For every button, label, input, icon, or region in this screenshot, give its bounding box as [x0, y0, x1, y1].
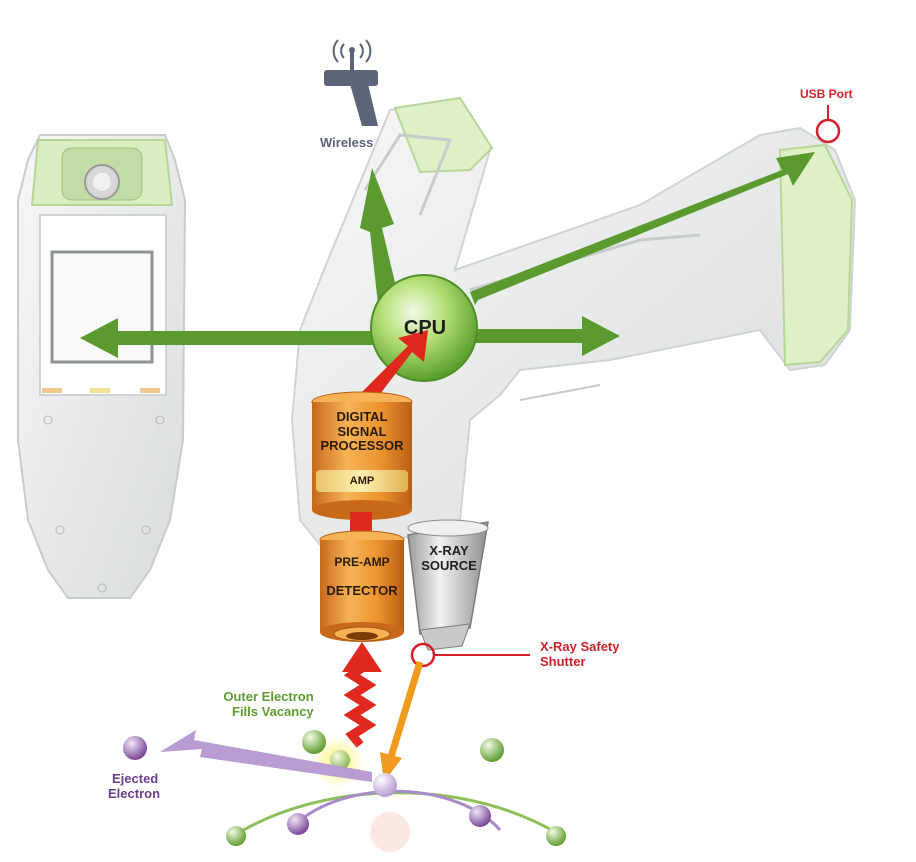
usb-port-label: USB Port: [800, 87, 853, 101]
dsp-cylinder: [311, 391, 413, 520]
device-front-view: [17, 134, 187, 599]
dsp-label-line2: SIGNAL: [337, 423, 387, 439]
amp-label: AMP: [349, 475, 375, 487]
xray-source-label: X-RAY SOURCE: [416, 543, 482, 573]
electron-outer-2: [480, 738, 504, 762]
shutter-label-line2: Shutter: [540, 653, 586, 669]
amp-band: [316, 470, 408, 492]
electron-vacancy: [330, 750, 350, 770]
arrow-to-handle-head: [582, 316, 620, 356]
dsp-label: DIGITAL SIGNAL PROCESSOR: [312, 409, 412, 454]
electron-inner-2: [287, 813, 309, 835]
outer-electron-label: Outer Electron Fills Vacancy: [218, 689, 314, 720]
ejected-electron-label: Ejected Electron: [108, 771, 161, 802]
arrow-to-usb: [470, 152, 815, 305]
detector-label: DETECTOR: [326, 583, 398, 598]
device-side-view: [290, 96, 857, 546]
outer-electron-line1: Outer Electron: [223, 689, 314, 704]
cpu-sphere: [370, 274, 478, 382]
usb-port-marker: [815, 118, 841, 144]
wireless-label: Wireless: [320, 135, 374, 150]
electron-outer-3: [226, 826, 246, 846]
arrow-to-display-head: [80, 318, 118, 358]
electron-inner-3: [469, 805, 491, 827]
xray-source: [407, 519, 489, 651]
arrow-dsp-to-cpu: [352, 330, 428, 402]
data-flow-arrows: [80, 152, 815, 358]
arrow-to-handle: [470, 329, 585, 343]
ejected-electron-line2: Electron: [108, 785, 161, 801]
electron-outer-1: [302, 730, 326, 754]
arrow-to-wireless: [360, 168, 402, 322]
dsp-label-line1: DIGITAL: [336, 409, 388, 424]
wireless-antenna-icon: [324, 39, 378, 126]
electron-outer-4: [546, 826, 566, 846]
dsp-label-line3: PROCESSOR: [320, 438, 404, 454]
fluorescence-signal: [343, 664, 377, 748]
ejected-electron: [123, 736, 147, 760]
xray-beam: [386, 660, 424, 762]
pre-amp-label: PRE-AMP: [334, 555, 390, 569]
xray-source-line1: X-RAY: [429, 543, 469, 558]
electron-inner-1: [373, 773, 397, 797]
shutter-label-line1: X-Ray Safety: [540, 639, 620, 654]
shutter-label: X-Ray Safety Shutter: [540, 639, 620, 670]
xray-source-line2: SOURCE: [421, 557, 477, 573]
arrow-to-display: [110, 331, 390, 345]
detector-cylinder: [319, 530, 405, 642]
ejection-arrow: [160, 730, 372, 782]
cpu-label: CPU: [403, 317, 447, 339]
atom-model: [226, 730, 566, 852]
outer-electron-line2: Fills Vacancy: [232, 703, 314, 719]
ejected-electron-line1: Ejected: [112, 771, 159, 786]
shutter-marker: [410, 642, 436, 668]
